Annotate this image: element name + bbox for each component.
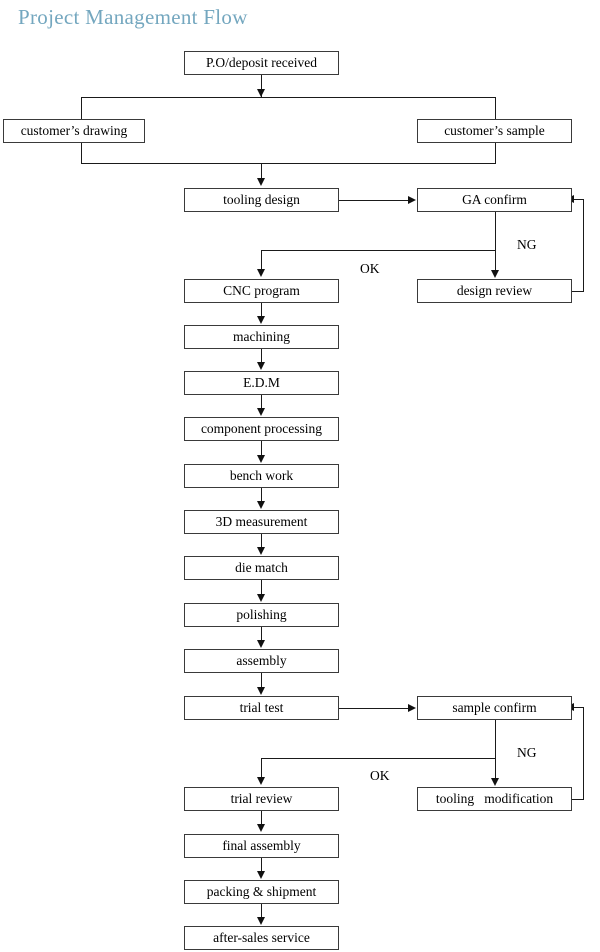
arrowhead-trialrev-to-finalasm xyxy=(257,824,265,832)
node-sample-confirm[interactable]: sample confirm xyxy=(417,696,572,720)
edge-cnc-to-machining xyxy=(261,303,262,317)
edge-ok-to-cnc xyxy=(261,250,262,270)
node-after-sales-service[interactable]: after-sales service xyxy=(184,926,339,950)
edge-finalasm-to-packing xyxy=(261,858,262,872)
edge-packing-to-aftersales xyxy=(261,904,262,918)
node-edm[interactable]: E.D.M xyxy=(184,371,339,395)
node-ga-confirm[interactable]: GA confirm xyxy=(417,188,572,212)
node-component-processing[interactable]: component processing xyxy=(184,417,339,441)
edge-polishing-to-assembly xyxy=(261,627,262,641)
edge-toolmod-loop-up xyxy=(583,707,584,800)
edge-ok-branch-top xyxy=(261,250,496,251)
arrowhead-tooling-to-ga xyxy=(408,196,416,204)
arrowhead-ok-to-cnc xyxy=(257,269,265,277)
arrowhead-polishing-to-assembly xyxy=(257,640,265,648)
edge-tooling-to-ga xyxy=(339,200,409,201)
edge-drawing-to-merge xyxy=(81,143,82,164)
edge-bench-to-measure xyxy=(261,488,262,502)
arrowhead-cnc-to-machining xyxy=(257,316,265,324)
edge-po-to-bus xyxy=(261,75,262,97)
arrowhead-ga-to-review xyxy=(491,270,499,278)
arrowhead-diematch-to-polishing xyxy=(257,594,265,602)
edge-machining-to-edm xyxy=(261,349,262,363)
arrowhead-finalasm-to-packing xyxy=(257,871,265,879)
edge-label-ng-top: NG xyxy=(517,237,537,252)
node-packing-shipment[interactable]: packing & shipment xyxy=(184,880,339,904)
arrowhead-merge-to-tooling xyxy=(257,178,265,186)
edge-ok-to-trialrev xyxy=(261,758,262,778)
node-polishing[interactable]: polishing xyxy=(184,603,339,627)
node-3d-measurement[interactable]: 3D measurement xyxy=(184,510,339,534)
arrowhead-sampleconf-to-toolmod xyxy=(491,778,499,786)
edge-bus-to-drawing xyxy=(81,97,82,119)
edge-ga-to-review xyxy=(495,212,496,271)
node-customers-sample[interactable]: customer’s sample xyxy=(417,119,572,143)
node-trial-review[interactable]: trial review xyxy=(184,787,339,811)
edge-merge-bus xyxy=(81,163,495,164)
edge-bus-to-sample xyxy=(495,97,496,119)
edge-review-loop-in xyxy=(568,199,584,200)
node-design-review[interactable]: design review xyxy=(417,279,572,303)
edge-label-ng-bottom: NG xyxy=(517,745,537,760)
arrowhead-measure-to-diematch xyxy=(257,547,265,555)
arrowhead-packing-to-aftersales xyxy=(257,917,265,925)
arrowhead-component-to-bench xyxy=(257,455,265,463)
node-machining[interactable]: machining xyxy=(184,325,339,349)
node-bench-work[interactable]: bench work xyxy=(184,464,339,488)
arrowhead-bench-to-measure xyxy=(257,501,265,509)
node-tooling-modification[interactable]: tooling modification xyxy=(417,787,572,811)
edge-toolmod-loop-out xyxy=(572,799,584,800)
node-trial-test[interactable]: trial test xyxy=(184,696,339,720)
edge-merge-to-tooling xyxy=(261,163,262,179)
node-tooling-design[interactable]: tooling design xyxy=(184,188,339,212)
arrowhead-ok-to-trialrev xyxy=(257,777,265,785)
arrowhead-machining-to-edm xyxy=(257,362,265,370)
page-title: Project Management Flow xyxy=(18,5,248,29)
edge-measure-to-diematch xyxy=(261,534,262,548)
node-final-assembly[interactable]: final assembly xyxy=(184,834,339,858)
edge-review-loop-up xyxy=(583,199,584,292)
edge-ok-branch-bottom xyxy=(261,758,496,759)
edge-trialtest-to-sampleconf xyxy=(339,708,409,709)
edge-label-ok-bottom: OK xyxy=(370,768,390,783)
edge-assembly-to-trialtest xyxy=(261,673,262,688)
node-po-deposit-received[interactable]: P.O/deposit received xyxy=(184,51,339,75)
edge-edm-to-component xyxy=(261,395,262,409)
node-die-match[interactable]: die match xyxy=(184,556,339,580)
arrowhead-assembly-to-trialtest xyxy=(257,687,265,695)
node-cnc-program[interactable]: CNC program xyxy=(184,279,339,303)
edge-split-bus xyxy=(81,97,495,98)
edge-trialrev-to-finalasm xyxy=(261,811,262,825)
edge-label-ok-top: OK xyxy=(360,261,380,276)
arrowhead-po-to-bus xyxy=(257,89,265,97)
node-customers-drawing[interactable]: customer’s drawing xyxy=(3,119,145,143)
edge-diematch-to-polishing xyxy=(261,580,262,595)
arrowhead-edm-to-component xyxy=(257,408,265,416)
edge-sample-to-merge xyxy=(495,143,496,164)
node-assembly[interactable]: assembly xyxy=(184,649,339,673)
edge-toolmod-loop-in xyxy=(568,707,584,708)
edge-review-loop-out xyxy=(572,291,584,292)
edge-component-to-bench xyxy=(261,441,262,456)
edge-sampleconf-to-toolmod xyxy=(495,720,496,779)
arrowhead-trialtest-to-sampleconf xyxy=(408,704,416,712)
